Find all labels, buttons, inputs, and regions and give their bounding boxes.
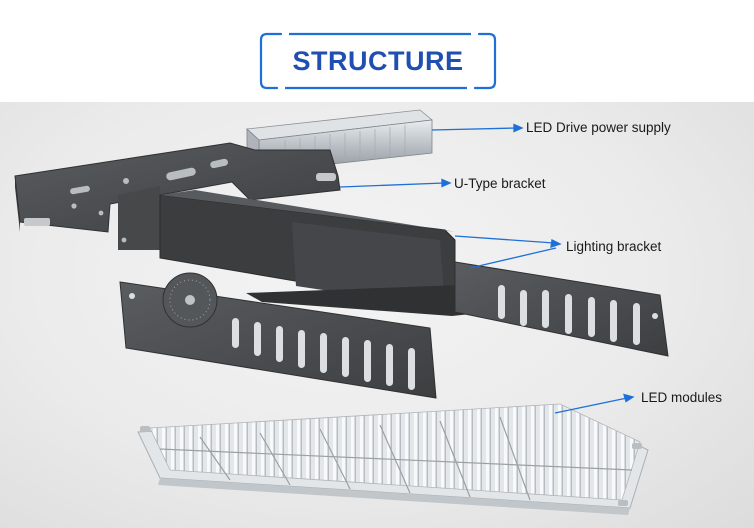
label-u-type-bracket: U-Type bracket: [454, 176, 546, 191]
callout-lines: [339, 123, 635, 414]
title-frame-outline: [259, 32, 497, 90]
exploded-view-illustration: [14, 109, 669, 515]
u-type-bracket: [14, 142, 341, 250]
title-frame: STRUCTURE: [259, 32, 497, 90]
page-title: STRUCTURE: [292, 45, 464, 76]
label-led-modules: LED modules: [641, 390, 723, 405]
lighting-bracket: [119, 190, 669, 399]
label-led-drive-power-supply: LED Drive power supply: [526, 120, 671, 135]
exploded-view: LED Drive power supply U-Type bracket Li…: [0, 102, 754, 528]
header: STRUCTURE: [0, 0, 754, 102]
label-lighting-bracket: Lighting bracket: [566, 239, 662, 254]
led-modules: [137, 403, 649, 515]
